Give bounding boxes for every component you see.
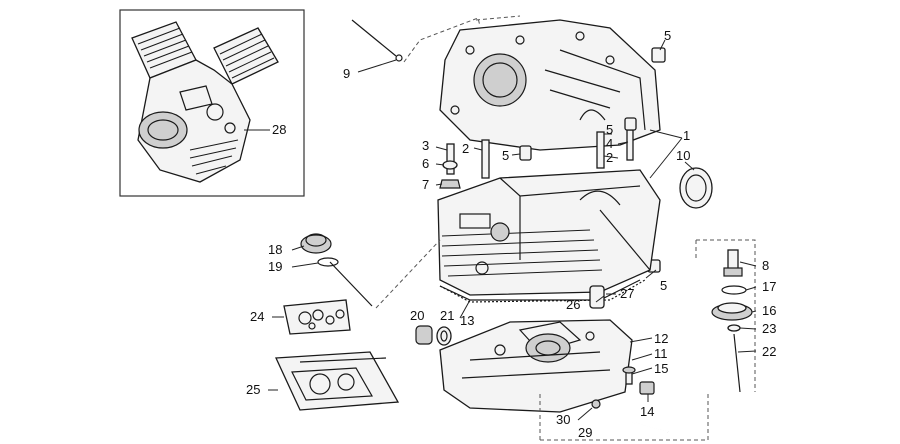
callout-8: 8 [762,258,769,273]
callout-26: 26 [566,297,580,312]
callout-10: 10 [676,148,690,163]
part-8-sensor [723,249,743,277]
part-10-seal [679,167,713,209]
callout-14: 14 [640,404,654,419]
callout-12: 12 [654,331,668,346]
oil-pan-gasket [439,279,646,303]
callout-9: 9 [343,66,350,81]
callout-13: 13 [460,313,474,328]
part-17-o-ring [721,285,747,295]
callout-18: 18 [268,242,282,257]
callout-5: 5 [664,28,671,43]
oil-pump-group [539,239,756,440]
part-21-washer [436,326,452,346]
callout-21: 21 [440,308,454,323]
lower-crankcase-half [437,169,661,301]
part-25-gasket-set [275,351,400,411]
callout-15: 15 [654,361,668,376]
part-15-bolt [622,366,636,385]
callout-22: 22 [762,344,776,359]
callout-16: 16 [762,303,776,318]
part-9-pin [351,17,481,73]
part-14-drain-plug [639,381,655,395]
callout-17: 17 [762,279,776,294]
callout-30: 30 [556,412,570,427]
callout-24: 24 [250,309,264,324]
callout-7: 7 [422,177,429,192]
callout-19: 19 [268,259,282,274]
engine-overview-panel [119,9,305,197]
callout-5: 5 [660,278,667,293]
engine-assembly-illustration [131,21,279,183]
assembly-guide-lines [375,15,709,441]
oil-sump [439,319,633,413]
part-20-plug [415,325,433,345]
part-23-washer [727,324,741,332]
callout-5: 5 [502,148,509,163]
part-24-seal-kit [283,299,351,335]
leader-lines [268,39,757,421]
callout-1: 1 [683,128,690,143]
callout-2: 2 [606,150,613,165]
callout-20: 20 [410,308,424,323]
callout-27: 27 [620,286,634,301]
callout-23: 23 [762,321,776,336]
upper-crankcase-half [439,19,661,151]
callout-2: 2 [462,141,469,156]
callout-4: 4 [606,136,613,151]
callout-3: 3 [422,138,429,153]
callout-25: 25 [246,382,260,397]
part-18-filler-cap [300,233,332,254]
callout-5: 5 [606,122,613,137]
part-19-dipstick [317,257,373,307]
part-16-pump-housing [711,302,753,321]
part-22-bolt [733,333,741,393]
part-30-clip [591,399,601,409]
part-29-breather-pipe [595,403,669,433]
callout-labels: 1 2 2 3 4 5 5 5 5 6 7 8 9 10 11 12 13 14… [246,28,776,440]
callout-29: 29 [578,425,592,440]
callout-28: 28 [272,122,286,137]
callout-6: 6 [422,156,429,171]
callout-11: 11 [654,346,668,361]
part-26-oil-filter [589,285,605,309]
